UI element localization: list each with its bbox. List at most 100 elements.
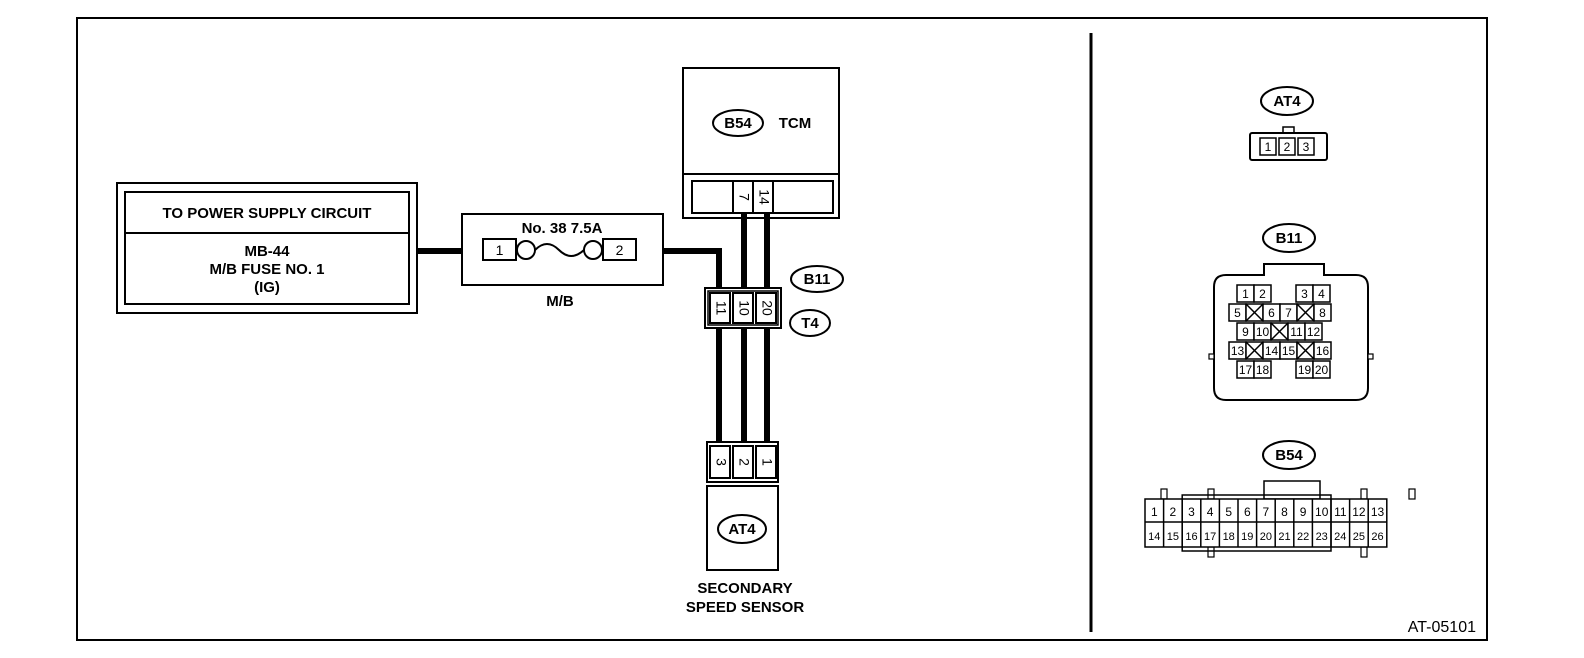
b11-pin-label: 1 <box>1242 287 1249 301</box>
junction-connector-bottom: T4 <box>801 315 819 332</box>
b11-pin-label: 16 <box>1316 344 1330 358</box>
b54-pin-label: 25 <box>1353 531 1365 543</box>
power-box-title: TO POWER SUPPLY CIRCUIT <box>163 205 372 222</box>
wire-fuse-to-junction <box>663 248 722 288</box>
mb-label: M/B <box>546 293 574 310</box>
b11-pin-label: 10 <box>1256 325 1270 339</box>
b11-pin-label: 15 <box>1282 344 1296 358</box>
b54-pin-label: 15 <box>1167 531 1179 543</box>
tcm-pin-7: 7 <box>736 193 752 201</box>
b11-pin-label: 17 <box>1239 363 1253 377</box>
b11-blank-cross <box>1245 303 1264 322</box>
power-box-line1: MB-44 <box>244 243 290 260</box>
b54-pin-label: 8 <box>1281 505 1288 519</box>
b11-pin-label: 3 <box>1301 287 1308 301</box>
sensor-label-line2: SPEED SENSOR <box>686 599 805 616</box>
tcm-pin-14: 14 <box>756 189 772 205</box>
b11-pin-cell <box>1304 322 1323 341</box>
b54-pin-label: 2 <box>1170 505 1177 519</box>
at4-pin-1: 1 <box>1265 140 1272 154</box>
tcm-name: TCM <box>779 115 812 132</box>
b11-pin-label: 8 <box>1319 306 1326 320</box>
b54-pin-label: 1 <box>1151 505 1158 519</box>
b11-pin-label: 14 <box>1265 344 1279 358</box>
tcm-connector-badge <box>712 109 764 137</box>
b11-pin-label: 9 <box>1242 325 1249 339</box>
power-box-line3: (IG) <box>254 279 280 296</box>
b54-pin-label: 6 <box>1244 505 1251 519</box>
b11-pin-label: 13 <box>1231 344 1245 358</box>
b54-pin-label: 14 <box>1148 531 1160 543</box>
t4-badge <box>789 309 831 337</box>
fuse-pin-left-box <box>482 238 517 261</box>
b11-badge <box>790 265 844 293</box>
sensor-connector-label: AT4 <box>728 521 756 538</box>
connector-at4-view: AT4 1 2 3 <box>1249 86 1328 161</box>
fuse-label: No. 38 7.5A <box>522 220 603 237</box>
b11-pin-label: 18 <box>1256 363 1270 377</box>
junction-connector: 11 10 20 <box>704 287 782 329</box>
b11-pin-cell <box>1253 284 1272 303</box>
b54-pin-label: 4 <box>1207 505 1214 519</box>
sensor-pin-3: 3 <box>713 458 729 466</box>
at4-pin-2: 2 <box>1284 140 1291 154</box>
fuse-pin-right-box <box>602 238 637 261</box>
b11-pin-label: 5 <box>1234 306 1241 320</box>
b54-pin-label: 17 <box>1204 531 1216 543</box>
fuse-terminal-right <box>583 240 603 260</box>
b54-pin-label: 20 <box>1260 531 1272 543</box>
sensor-pin-1: 1 <box>759 458 775 466</box>
b11-pin-label: 12 <box>1307 325 1321 339</box>
power-box-line2: M/B FUSE NO. 1 <box>209 261 324 278</box>
b54-pin-label: 7 <box>1263 505 1270 519</box>
tcm-unit: 7 14 B54 TCM <box>682 67 840 219</box>
b11-blank-cross <box>1296 303 1315 322</box>
b54-pin-label: 9 <box>1300 505 1307 519</box>
b54-pin-label: 23 <box>1316 531 1328 543</box>
junction-pin-11: 11 <box>713 301 729 316</box>
b54-pin-label: 11 <box>1334 505 1347 519</box>
b11-label: B11 <box>1276 230 1303 247</box>
tcm-connector-label: B54 <box>724 115 752 132</box>
b54-pin-label: 26 <box>1371 531 1383 543</box>
b11-pin-cell <box>1253 360 1272 379</box>
speed-sensor: 3 2 1 AT4 <box>706 441 779 571</box>
b11-blank-cross <box>1270 322 1289 341</box>
at4-label: AT4 <box>1273 93 1301 110</box>
b11-pin-label: 7 <box>1285 306 1292 320</box>
b54-pin-label: 21 <box>1278 531 1290 543</box>
b11-blank-cross <box>1245 341 1264 360</box>
b54-center-section <box>1181 494 1332 552</box>
fuse-element-icon <box>534 243 585 257</box>
fuse-box: No. 38 7.5A 1 2 <box>461 213 664 286</box>
b54-pin-label: 24 <box>1334 531 1346 543</box>
b54-pin-label: 18 <box>1223 531 1235 543</box>
b11-blank-cross <box>1296 341 1315 360</box>
junction-connector-top: B11 <box>804 271 831 288</box>
b54-pin-label: 10 <box>1315 505 1329 519</box>
b11-pin-label: 4 <box>1318 287 1325 301</box>
b11-pin-cell <box>1312 360 1331 379</box>
b54-pin-label: 12 <box>1352 505 1366 519</box>
sensor-connector-badge <box>717 514 767 544</box>
sensor-label-line1: SECONDARY <box>697 580 792 597</box>
outer-frame <box>76 17 1488 641</box>
junction-pin-10: 10 <box>736 300 752 316</box>
b11-pin-label: 2 <box>1259 287 1266 301</box>
b54-body <box>1144 498 1388 548</box>
b54-pin-label: 16 <box>1185 531 1197 543</box>
b54-pin-label: 5 <box>1225 505 1232 519</box>
figure-id: AT-05101 <box>1408 619 1476 636</box>
fuse-pin-left: 1 <box>496 242 504 258</box>
at4-pin-3: 3 <box>1303 140 1310 154</box>
fuse-terminal-left <box>516 240 536 260</box>
b54-pin-label: 22 <box>1297 531 1309 543</box>
power-supply-box: TO POWER SUPPLY CIRCUIT MB-44 M/B FUSE N… <box>116 182 418 314</box>
sensor-pin-2: 2 <box>736 458 752 466</box>
b54-pin-label: 13 <box>1371 505 1385 519</box>
b11-pin-cell <box>1313 341 1332 360</box>
